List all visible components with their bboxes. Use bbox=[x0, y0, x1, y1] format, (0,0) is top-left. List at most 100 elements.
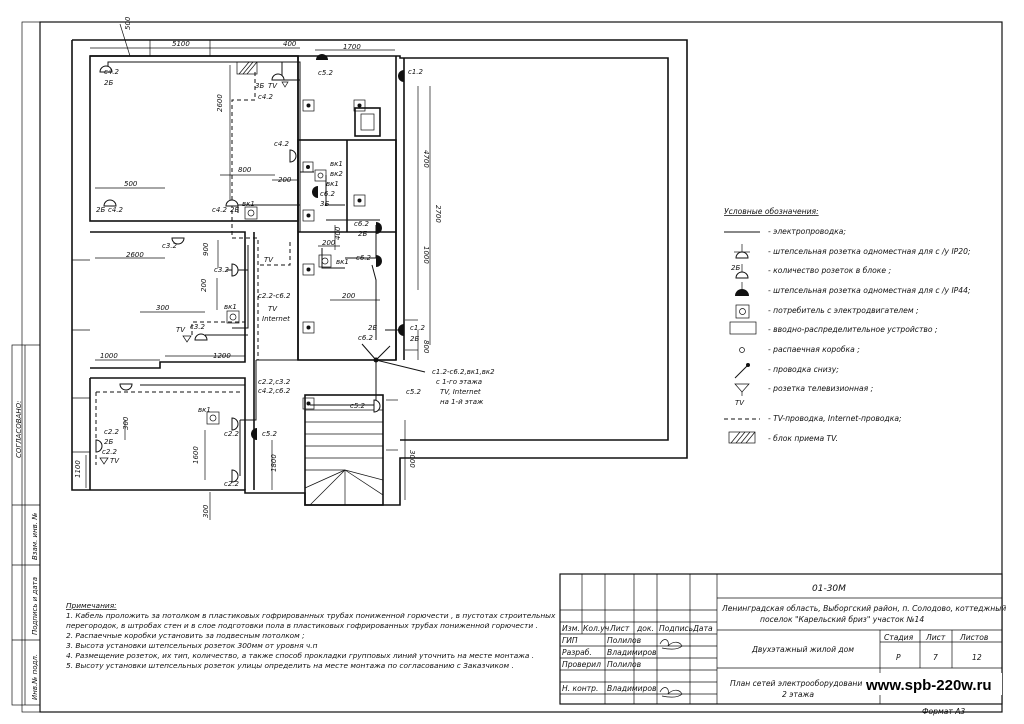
label-vk1-c: вк1 bbox=[242, 200, 255, 208]
label-group-b: c2.2,c3.2 bbox=[258, 378, 291, 386]
role-nkontr: Н. контр. bbox=[562, 684, 598, 693]
format-label: Формат А3 bbox=[922, 707, 965, 716]
motor-consumer-icon bbox=[735, 304, 750, 319]
label-c52-c: c5.2 bbox=[350, 402, 366, 410]
legend-text-5: - вводно-распределительное устройство ; bbox=[768, 325, 938, 334]
dim-400: 400 bbox=[283, 40, 297, 48]
label-c22-b: c2.2 bbox=[104, 428, 120, 436]
room-middle-left bbox=[90, 231, 246, 369]
stage-value: Р bbox=[896, 653, 901, 662]
legend-text-7: - проводка снизу; bbox=[768, 365, 839, 374]
label-c22-c: c2.2 bbox=[102, 448, 118, 456]
label-2b-e: 2Б bbox=[368, 324, 377, 332]
label-2b-d: 2Б bbox=[358, 230, 367, 238]
dim-2700: 2700 bbox=[434, 205, 442, 223]
name-razrab: Владимиров bbox=[607, 648, 657, 657]
dim-1600-room3: 1600 bbox=[192, 446, 200, 464]
object-name: Двухэтажный жилой дом bbox=[751, 645, 854, 654]
dim-300-bottom: 300 bbox=[202, 504, 210, 518]
label-c32-a: c3.2 bbox=[162, 242, 178, 250]
dim-2600-room2: 2600 bbox=[126, 251, 144, 259]
label-c62-b: c6.2 bbox=[354, 220, 370, 228]
dim-200-room2: 200 bbox=[200, 278, 208, 292]
label-vk1-b: вк1 bbox=[326, 180, 339, 188]
distribution-board-icon bbox=[729, 321, 757, 335]
motor-consumers bbox=[206, 169, 332, 425]
notes-line-5: 4. Размещение розеток, их тип, количеств… bbox=[66, 651, 534, 660]
riser-point bbox=[361, 343, 426, 373]
sheets-label: Листов bbox=[959, 633, 989, 642]
label-tv-d: TV bbox=[176, 326, 186, 334]
legend: Условные обозначения: 2Б TV bbox=[724, 207, 971, 444]
col-podpis: Подпись bbox=[659, 624, 693, 633]
label-tv-e: TV bbox=[110, 457, 120, 465]
legend-text-3: - штепсельная розетка одноместная для с … bbox=[768, 286, 971, 295]
col-dok: док. bbox=[636, 624, 654, 633]
notes-line-2: перегородок, в штробах стен и в слое под… bbox=[66, 621, 538, 630]
label-c42-b: c4.2 bbox=[258, 93, 274, 101]
notes: Примечания: 1. Кабель проложить за потол… bbox=[66, 601, 556, 670]
label-c52-b: c5.2 bbox=[406, 388, 422, 396]
tv-sockets bbox=[99, 81, 289, 465]
label-c62-a: c6.2 bbox=[320, 190, 336, 198]
notes-heading: Примечания: bbox=[66, 601, 117, 610]
label-group-c: c4.2,c6.2 bbox=[258, 387, 291, 395]
label-group-a: c2.2-c6.2 bbox=[258, 292, 291, 300]
role-proveril: Проверил bbox=[562, 660, 601, 669]
socket-block-tag: 2Б bbox=[731, 264, 740, 272]
dim-5100: 5100 bbox=[172, 40, 190, 48]
dim-3000-right: 3000 bbox=[408, 450, 416, 468]
stage-label: Стадия bbox=[884, 633, 914, 642]
legend-text-4: - потребитель с электродвигателем ; bbox=[768, 306, 919, 315]
sign-date-label: Подпись и дата bbox=[31, 577, 39, 635]
label-internet: Internet bbox=[262, 315, 290, 323]
label-c62-d: c6.2 bbox=[358, 334, 374, 342]
label-c12-b: c1.2 bbox=[410, 324, 426, 332]
label-vk1-d: вк1 bbox=[336, 258, 349, 266]
label-tv-c: TV bbox=[268, 305, 278, 313]
notes-line-3: 2. Распаечные коробки установить за подв… bbox=[66, 631, 305, 640]
label-c42-c: c4.2 bbox=[274, 140, 290, 148]
sheet-value: 7 bbox=[933, 653, 938, 662]
label-2b-f: 2Б bbox=[410, 335, 419, 343]
sheet-title-1: План сетей электрооборудования bbox=[730, 679, 867, 688]
legend-text-6: - распаечная коробка ; bbox=[768, 345, 860, 354]
label-c42-a: c4.2 bbox=[104, 68, 120, 76]
watermark: www.spb-220w.ru bbox=[865, 677, 992, 694]
label-tv-a: TV bbox=[268, 82, 278, 90]
label-c52-a: c5.2 bbox=[318, 69, 334, 77]
legend-text-2: - количество розеток в блоке ; bbox=[768, 266, 891, 275]
chimney bbox=[354, 107, 381, 137]
dim-900-room2: 900 bbox=[202, 242, 210, 256]
label-vk2-a: вк2 bbox=[330, 170, 343, 178]
dimension-texts: 5100 400 1700 500 2600 500 800 200 2600 … bbox=[74, 16, 442, 518]
col-data: Дата bbox=[692, 624, 713, 633]
name-proveril: Полилов bbox=[607, 660, 642, 669]
room-bottom-left bbox=[90, 377, 246, 490]
label-c22-d: c2.2 bbox=[224, 480, 240, 488]
legend-text-9: - TV-проводка, Internet-проводка; bbox=[768, 414, 902, 423]
dim-2600-room1: 2600 bbox=[216, 94, 224, 112]
role-gip: ГИП bbox=[562, 636, 578, 645]
label-tv-b: TV bbox=[264, 256, 274, 264]
agreed-label: СОГЛАСОВАНО: bbox=[15, 401, 23, 458]
name-gip: Полилов bbox=[607, 636, 642, 645]
label-riser-3: TV, Internet bbox=[440, 388, 481, 396]
label-c32-b: c3.2 bbox=[214, 266, 230, 274]
dim-500-room1: 500 bbox=[124, 180, 138, 188]
exterior-wall-inner bbox=[90, 55, 669, 441]
label-2b-a: 2Б bbox=[104, 79, 113, 87]
label-2b-g: 2Б bbox=[104, 438, 113, 446]
dim-400-hall: 400 bbox=[334, 226, 342, 240]
col-list: Лист bbox=[609, 624, 630, 633]
dimension-lines bbox=[85, 23, 431, 520]
room-top-left bbox=[89, 55, 299, 222]
label-riser-2: с 1-го этажа bbox=[436, 378, 482, 386]
dim-500-top: 500 bbox=[124, 16, 132, 30]
legend-text-8: - розетка телевизионная ; bbox=[768, 384, 874, 393]
dim-300-room3: 300 bbox=[122, 416, 130, 430]
tv-receiver-block-icon bbox=[236, 61, 258, 75]
dim-300-room2: 300 bbox=[156, 304, 170, 312]
dim-1100-room3: 1100 bbox=[74, 460, 82, 478]
